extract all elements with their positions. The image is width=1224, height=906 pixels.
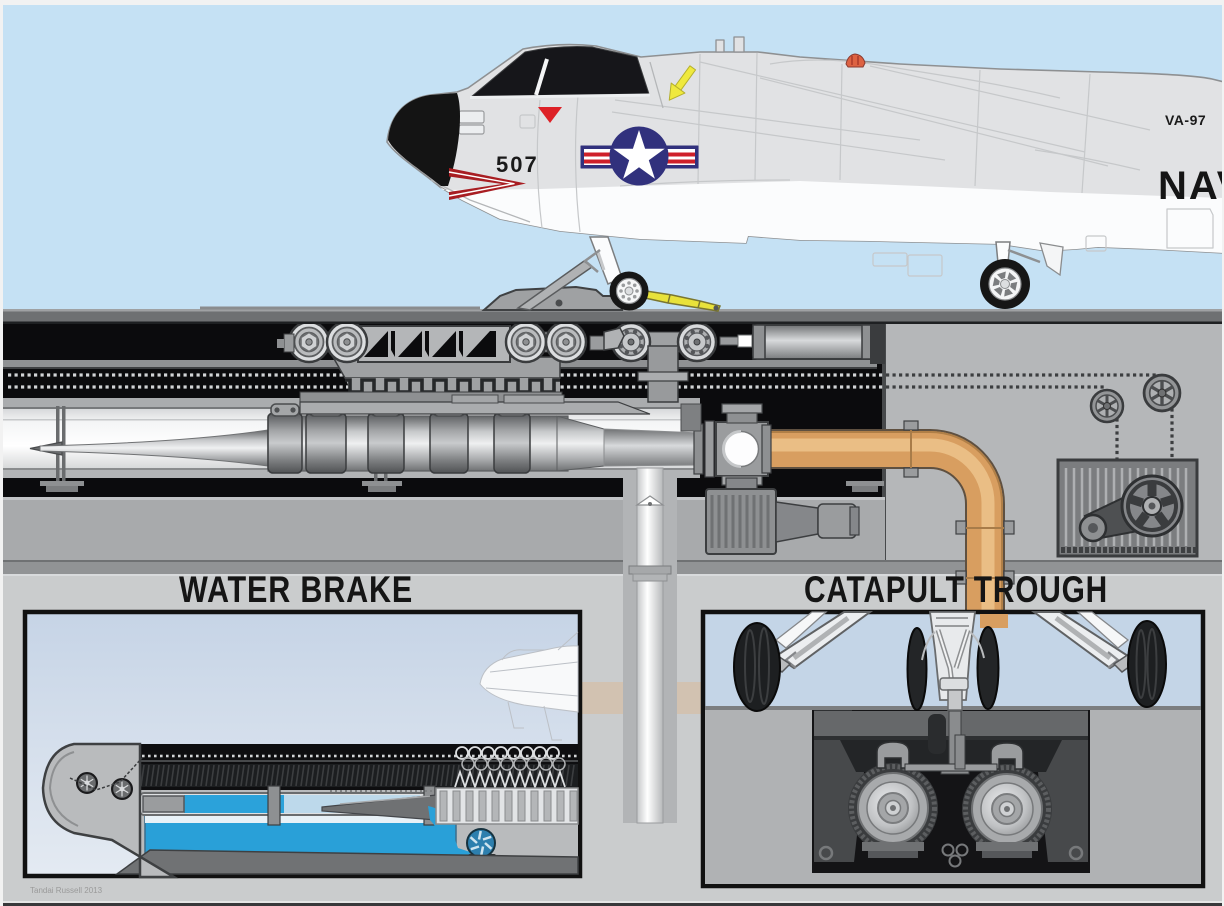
svg-text:CATAPULT TROUGH: CATAPULT TROUGH (804, 569, 1108, 610)
svg-text:Tandai Russell 2013: Tandai Russell 2013 (30, 886, 103, 895)
svg-text:507: 507 (496, 152, 539, 177)
svg-text:WATER BRAKE: WATER BRAKE (179, 569, 413, 610)
svg-text:NAVY: NAVY (1158, 164, 1224, 208)
svg-text:VA-97: VA-97 (1165, 112, 1206, 128)
